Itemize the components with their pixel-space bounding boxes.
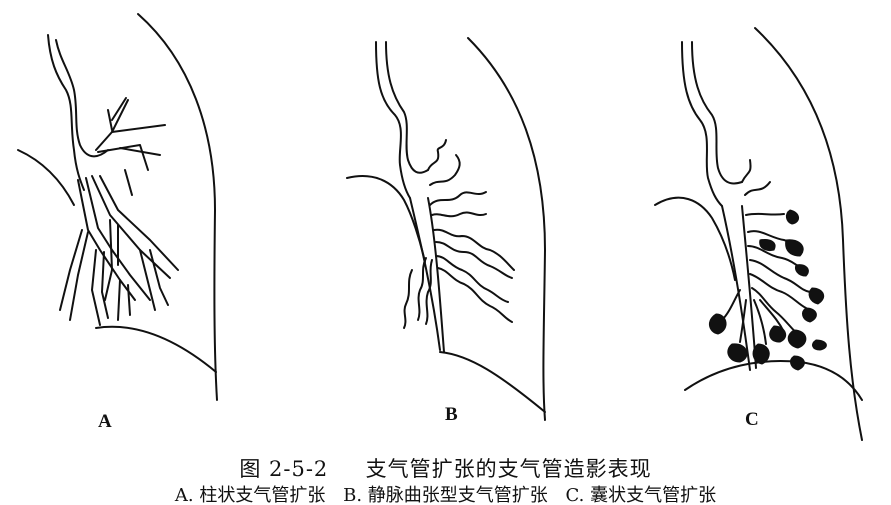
panel-label-b: B [445, 404, 458, 425]
panel-a-mediastinum [17, 149, 75, 206]
panel-c-saccules [709, 209, 827, 371]
panel-b-mediastinum [346, 175, 426, 263]
legend-item-c: C. 囊状支气管扩张 [565, 485, 717, 505]
caption-title: 支气管扩张的支气管造影表现 [365, 457, 652, 481]
figure-legend: A. 柱状支气管扩张 B. 静脉曲张型支气管扩张 C. 囊状支气管扩张 [0, 481, 891, 505]
legend-item-b: B. 静脉曲张型支气管扩张 [343, 485, 548, 505]
panel-c-diaphragm [684, 360, 863, 401]
panel-b-drawing [346, 37, 546, 421]
panel-b-lung-outline [467, 37, 546, 421]
panel-a-trachea-right [55, 39, 109, 158]
panel-a-diaphragm [95, 325, 217, 373]
panel-b-varicose-lower [433, 228, 515, 271]
panel-label-a: A [98, 411, 112, 432]
panel-b-trachea [375, 41, 411, 199]
panel-b-diaphragm [439, 351, 546, 413]
panel-c-trachea [681, 41, 723, 207]
panel-a-trachea [47, 34, 85, 191]
panel-label-c: C [745, 409, 759, 430]
figure-caption: 图 2-5-2 支气管扩张的支气管造影表现 [0, 453, 891, 483]
panel-b-varicose-upper [427, 139, 447, 171]
panel-a-lung-outline [137, 13, 218, 401]
panel-c-drawing [654, 27, 863, 441]
legend-item-a: A. 柱状支气管扩张 [174, 485, 326, 505]
panel-a-drawing [17, 13, 218, 401]
panel-a-bronchus-lower [77, 179, 136, 301]
caption-number: 图 2-5-2 [239, 457, 329, 481]
panel-c-lung-outline [754, 27, 863, 441]
panel-c-mediastinum [654, 196, 736, 281]
